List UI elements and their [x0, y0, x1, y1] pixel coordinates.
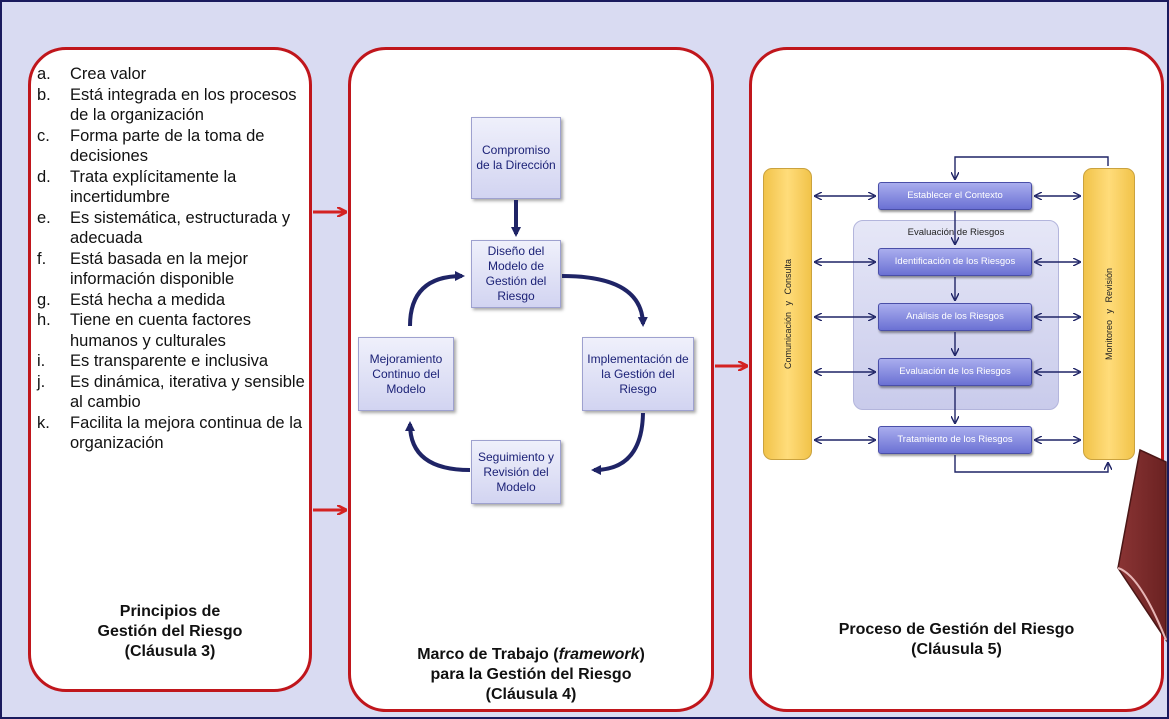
establish-context-box: Establecer el Contexto [878, 182, 1032, 210]
principle-item: a.Crea valor [37, 65, 147, 83]
process-title: Proceso de Gestión del Riesgo (Cláusula … [838, 621, 1075, 658]
cycle-arrow [591, 412, 645, 475]
book-icon [1117, 448, 1167, 643]
cycle-arrow [405, 421, 471, 472]
principle-item: h.Tiene en cuenta factores humanos y cul… [37, 311, 252, 350]
principle-item: i.Es transparente e inclusiva [37, 352, 269, 370]
commitment-box: Compromiso de la Dirección [471, 117, 561, 199]
principle-item: d.Trata explícitamente la incertidumbre [37, 167, 237, 207]
risk-assessment-label: Evaluación de Riesgos [907, 227, 1005, 238]
continuous-improvement-box: Mejoramiento Continuo del Modelo [358, 337, 454, 411]
communication-bar: Comunicación y Consulta [763, 168, 812, 460]
risk-analysis-box: Análisis de los Riesgos [878, 303, 1032, 331]
principle-item: g.Está hecha a medida [37, 290, 226, 309]
risk-treatment-box: Tratamiento de los Riesgos [878, 426, 1032, 454]
implementation-box: Implementación de la Gestión del Riesgo [582, 337, 694, 411]
principle-item: b.Está integrada en los procesos de la o… [37, 85, 297, 125]
principle-item: e.Es sistemática, estructurada y adecuad… [37, 208, 291, 248]
principle-item: c.Forma parte de la toma de decisiones [37, 126, 265, 166]
model-design-box: Diseño del Modelo de Gestión del Riesgo [471, 240, 561, 308]
feedback-loop-arrow [954, 455, 1108, 473]
risk-evaluation-box: Evaluación de los Riesgos [878, 358, 1032, 386]
principles-title: Principios de Gestión del Riesgo (Cláusu… [97, 603, 243, 660]
principle-item: f.Está basada en la mejor información di… [37, 249, 248, 289]
process-two-way-arrows [816, 196, 1079, 440]
framework-title: Marco de Trabajo (framework) para la Ges… [417, 646, 645, 703]
principle-item: k.Facilita la mejora continua de la orga… [37, 413, 303, 453]
monitoring-review-bar: Monitoreo y Revisión [1083, 168, 1135, 460]
risk-identification-box: Identificación de los Riesgos [878, 248, 1032, 276]
principles-list: a.Crea valor b.Está integrada en los pro… [37, 64, 307, 454]
cycle-arrow [408, 271, 465, 327]
feedback-loop-arrow [955, 156, 1109, 178]
principle-item: j.Es dinámica, iterativa y sensible al c… [37, 372, 305, 412]
model-monitoring-box: Seguimiento y Revisión del Modelo [471, 440, 561, 504]
cycle-arrow [561, 274, 648, 327]
principles-panel: a.Crea valor b.Está integrada en los pro… [28, 47, 312, 692]
